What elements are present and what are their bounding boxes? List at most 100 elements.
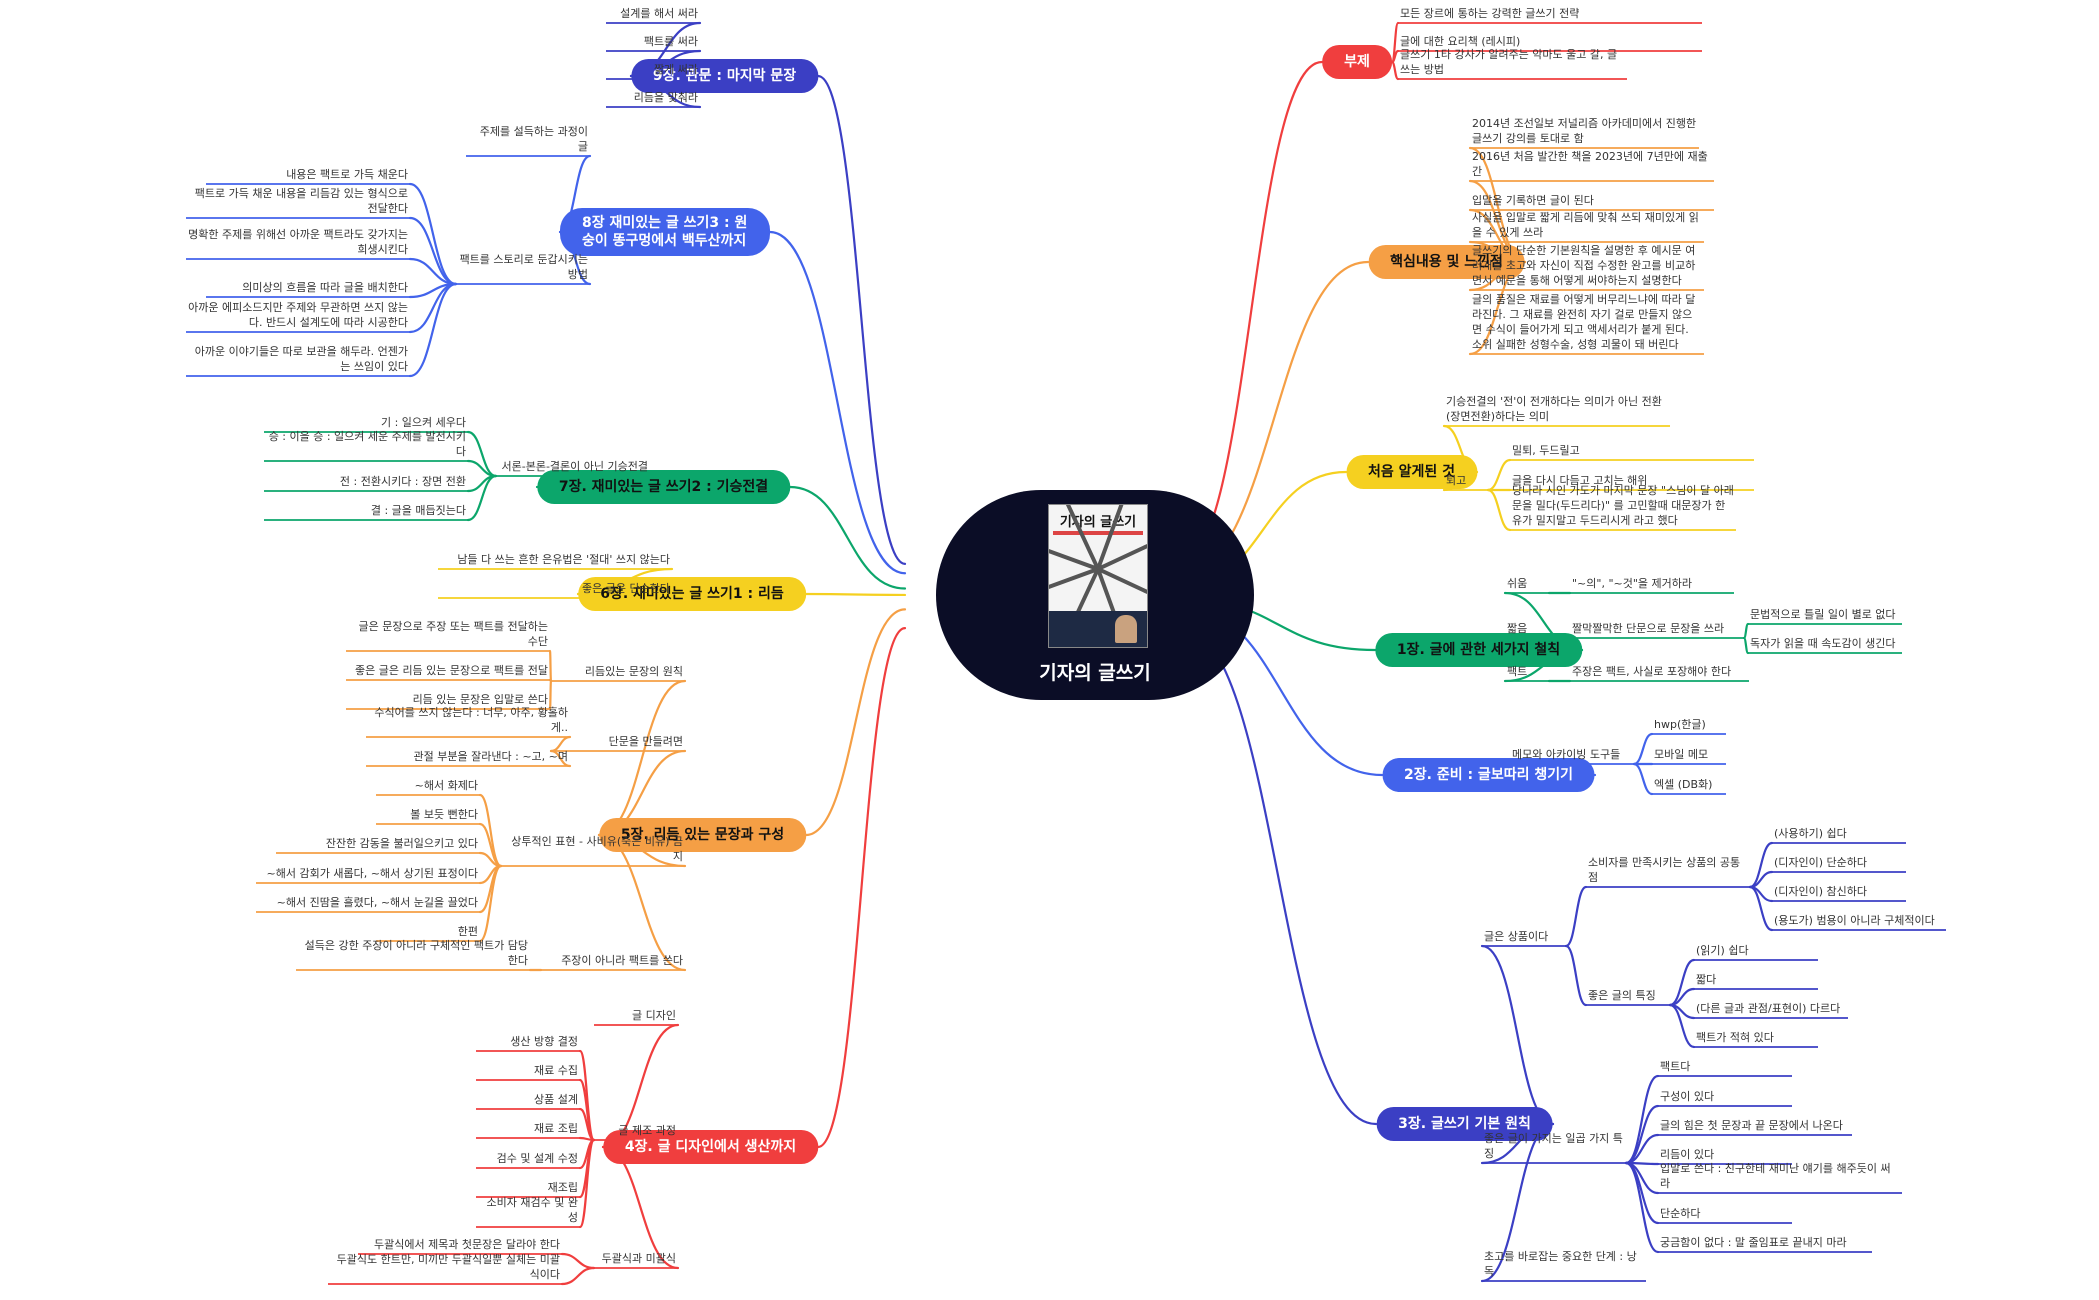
topic-node[interactable]: 글을 다시 다듬고 고치는 해위 — [1512, 474, 1648, 487]
topic-node[interactable]: 아까운 이야기들은 따로 보관을 해두라. 언젠가는 쓰임이 있다 — [194, 345, 408, 373]
topic-node[interactable]: 서론-본론-결론이 아닌 기승전결 — [501, 460, 649, 473]
topic-node[interactable]: 볼 보듯 뻔한다 — [410, 808, 478, 821]
topic-node[interactable]: 팩트다 — [1660, 1060, 1691, 1073]
branch-node-b10[interactable]: 6장. 재미있는 글 쓰기1 : 리듬 — [578, 577, 806, 611]
topic-node[interactable]: 글에 대한 요리책 (레시피) — [1400, 35, 1521, 48]
topic-node[interactable]: 관절 부분을 잘라낸다 : ~고, ~며 — [413, 750, 568, 763]
topic-node[interactable]: 두괄식과 미괄식 — [601, 1252, 676, 1265]
topic-node[interactable]: 재료 수집 — [534, 1064, 578, 1077]
topic-node[interactable]: 짧게 써라 — [654, 63, 698, 76]
topic-node[interactable]: 리듬을 맞춰라 — [633, 91, 698, 104]
topic-node[interactable]: 팩트로 가득 채운 내용을 리듬감 있는 형식으로 전달한다 — [194, 187, 408, 215]
topic-node[interactable]: 글쓰기 1타 강사가 알려주는 악마도 울고 갈, 글 쓰는 방법 — [1400, 48, 1618, 76]
topic-node[interactable]: 독자가 읽을 때 속도감이 생긴다 — [1750, 637, 1896, 650]
topic-node[interactable]: 두괄식도 한트만, 미끼만 두괄식일뿐 실체는 미괄식이다 — [336, 1253, 560, 1281]
topic-node[interactable]: 쉬움 — [1507, 577, 1528, 590]
topic-node[interactable]: 단문을 만들려면 — [608, 735, 683, 748]
topic-node[interactable]: 글의 힘은 첫 문장과 끝 문장에서 나온다 — [1660, 1119, 1843, 1132]
topic-node[interactable]: 문법적으로 틀릴 일이 별로 없다 — [1750, 608, 1896, 621]
topic-node[interactable]: 소비자 재검수 및 완성 — [486, 1196, 578, 1224]
topic-node[interactable]: 수식어를 쓰지 않는다 : 너무, 아주, 황홀하게.. — [374, 706, 568, 734]
topic-node[interactable]: 명확한 주제를 위해선 아까운 팩트라도 갖가지는 희생시킨다 — [188, 228, 408, 256]
topic-node[interactable]: 초고를 바로잡는 중요한 단계 : 낭독 — [1484, 1250, 1637, 1278]
topic-node[interactable]: 글은 문장으로 주장 또는 팩트를 전달하는 수단 — [358, 620, 548, 648]
topic-node[interactable]: 팩트를 써라 — [643, 35, 698, 48]
topic-node[interactable]: 짧음 — [1507, 622, 1528, 635]
topic-node[interactable]: 소비자를 만족시키는 상품의 공통점 — [1588, 856, 1741, 884]
topic-node[interactable]: 두괄식에서 제목과 첫문장은 달라야 한다 — [373, 1238, 560, 1251]
topic-node[interactable]: 기승전결의 '전'이 전개하다는 의미가 아닌 전환(장면전환)하다는 의미 — [1446, 395, 1662, 423]
topic-node[interactable]: (디자인이) 참신하다 — [1774, 885, 1868, 898]
topic-node[interactable]: 모든 장르에 통하는 강력한 글쓰기 전략 — [1400, 7, 1580, 20]
topic-node[interactable]: 입말을 기록하면 글이 된다 — [1472, 194, 1594, 207]
branch-node-b8[interactable]: 8장 재미있는 글 쓰기3 : 원숭이 똥구멍에서 백두산까지 — [560, 208, 770, 256]
topic-node[interactable]: 남들 다 쓰는 흔한 은유법은 '절대' 쓰지 않는다 — [457, 553, 670, 566]
topic-node[interactable]: 단순하다 — [1660, 1207, 1701, 1220]
topic-node[interactable]: 전 : 전환시키다 : 장면 전환 — [339, 475, 466, 488]
topic-node[interactable]: 한편 — [457, 925, 478, 938]
topic-node[interactable]: 당나라 시인 가도가 마지막 문장 "스님이 달 아래 문을 밀다(두드리다)"… — [1512, 484, 1734, 527]
topic-node[interactable]: 주장은 팩트, 사실로 포장해야 한다 — [1572, 665, 1732, 678]
topic-node[interactable]: 구성이 있다 — [1660, 1090, 1715, 1103]
topic-node[interactable]: 기 : 일으켜 세우다 — [380, 416, 466, 429]
topic-node[interactable]: 잔잔한 감동을 불러일으키고 있다 — [325, 837, 478, 850]
topic-node[interactable]: 엑셀 (DB화) — [1654, 778, 1713, 791]
topic-node[interactable]: 재료 조립 — [534, 1122, 578, 1135]
topic-node[interactable]: 생산 방향 결정 — [510, 1035, 578, 1048]
topic-node[interactable]: 짤막짤막한 단문으로 문장을 쓰라 — [1572, 622, 1725, 635]
topic-node[interactable]: 글의 품질은 재료를 어떻게 버무리느냐에 따라 달라진다. 그 재료를 완전히… — [1472, 293, 1696, 351]
branch-node-b3[interactable]: 처음 알게된 것 — [1345, 455, 1478, 489]
branch-node-b5[interactable]: 2장. 준비 : 글보따리 챙기기 — [1382, 758, 1595, 792]
topic-node[interactable]: 글쓰기의 단순한 기본원칙을 설명한 후 예시문 여러개를 초고와 자신이 직접… — [1472, 244, 1696, 287]
topic-node[interactable]: ~해서 진땀을 흘렸다, ~해서 눈길을 끌었다 — [276, 896, 478, 909]
topic-node[interactable]: (디자인이) 단순하다 — [1774, 856, 1868, 869]
topic-node[interactable]: 좋은 글의 특징 — [1588, 989, 1656, 1002]
topic-node[interactable]: 결 : 글을 매듭짓는다 — [370, 504, 466, 517]
topic-node[interactable]: (다른 글과 관점/표현이) 다르다 — [1696, 1002, 1841, 1015]
topic-node[interactable]: 팩트 — [1507, 665, 1528, 678]
branch-node-b2[interactable]: 핵심내용 및 느낀점 — [1368, 245, 1525, 279]
topic-node[interactable]: 의미상의 흐름을 따라 글을 배치한다 — [242, 281, 408, 294]
topic-node[interactable]: 메모와 아카이빙 도구들 — [1512, 748, 1621, 761]
topic-node[interactable]: 리듬 있는 문장은 입말로 쓴다 — [412, 693, 548, 706]
topic-node[interactable]: 글 디자인 — [632, 1009, 676, 1022]
topic-node[interactable]: 입말로 쓴다 : 친구한테 재미난 얘기를 해주듯이 써라 — [1660, 1162, 1891, 1190]
topic-node[interactable]: (용도가) 범용이 아니라 구체적이다 — [1774, 914, 1935, 927]
topic-node[interactable]: 글 제조 과정 — [618, 1124, 676, 1137]
topic-node[interactable]: (사용하기) 쉽다 — [1774, 827, 1847, 840]
topic-node[interactable]: 승 : 이을 승 : 일으켜 세운 주제를 발전시키다 — [268, 430, 466, 458]
branch-node-b9[interactable]: 7장. 재미있는 글 쓰기2 : 기승전결 — [536, 470, 791, 504]
topic-node[interactable]: 팩트를 스토리로 둔갑시키는 방법 — [459, 253, 588, 281]
topic-node[interactable]: 좋은 글은 단순한다 — [582, 582, 670, 595]
topic-node[interactable]: 주장이 아니라 팩트를 쓴다 — [561, 954, 683, 967]
topic-node[interactable]: 설득은 강한 주장이 아니라 구체적인 팩트가 담당한다 — [304, 939, 528, 967]
topic-node[interactable]: 글은 상품이다 — [1484, 930, 1549, 943]
topic-node[interactable]: 내용은 팩트로 가득 채운다 — [286, 168, 408, 181]
topic-node[interactable]: ~해서 감회가 새롭다, ~해서 상기된 표정이다 — [266, 867, 478, 880]
branch-node-b4[interactable]: 1장. 글에 관한 세가지 철칙 — [1374, 633, 1583, 667]
topic-node[interactable]: hwp(한글) — [1654, 718, 1706, 731]
branch-node-b6[interactable]: 3장. 글쓰기 기본 원칙 — [1376, 1107, 1553, 1141]
topic-node[interactable]: 2016년 처음 발간한 책을 2023년에 7년만에 재출간 — [1472, 150, 1708, 178]
branch-node-b12[interactable]: 4장. 글 디자인에서 생산까지 — [602, 1130, 819, 1164]
topic-node[interactable]: 밀퇴, 두드릴고 — [1512, 444, 1580, 457]
topic-node[interactable]: 검수 및 설계 수정 — [496, 1152, 578, 1165]
topic-node[interactable]: 궁금함이 없다 : 말 줄임표로 끝내지 마라 — [1660, 1236, 1847, 1249]
topic-node[interactable]: 짧다 — [1696, 973, 1717, 986]
branch-node-b7[interactable]: 9장. 관문 : 마지막 문장 — [630, 59, 819, 93]
topic-node[interactable]: 퇴고 — [1446, 474, 1467, 487]
topic-node[interactable]: 설계를 해서 써라 — [620, 7, 698, 20]
topic-node[interactable]: 주제를 설득하는 과정이 글 — [479, 125, 588, 153]
topic-node[interactable]: 팩트가 적혀 있다 — [1696, 1031, 1774, 1044]
topic-node[interactable]: 리듬이 있다 — [1660, 1148, 1715, 1161]
topic-node[interactable]: 사실을 입말로 짧게 리듬에 맞춰 쓰되 재미있게 읽을 수 있게 쓰라 — [1472, 211, 1699, 239]
topic-node[interactable]: (읽기) 쉽다 — [1696, 944, 1749, 957]
topic-node[interactable]: 좋은 글은 리듬 있는 문장으로 팩트를 전달 — [354, 664, 548, 677]
topic-node[interactable]: ~해서 화제다 — [414, 779, 478, 792]
branch-node-b11[interactable]: 5장. 리듬 있는 문장과 구성 — [598, 818, 807, 852]
topic-node[interactable]: 아까운 에피소드지만 주제와 무관하면 쓰지 않는다. 반드시 설계도에 따라 … — [188, 301, 408, 329]
topic-node[interactable]: "~의", "~것"을 제거하라 — [1572, 577, 1693, 590]
branch-node-b1[interactable]: 부제 — [1322, 45, 1392, 79]
topic-node[interactable]: 재조립 — [547, 1181, 578, 1194]
topic-node[interactable]: 상투적인 표현 - 사비유(죽은 비유) 금지 — [511, 835, 683, 863]
